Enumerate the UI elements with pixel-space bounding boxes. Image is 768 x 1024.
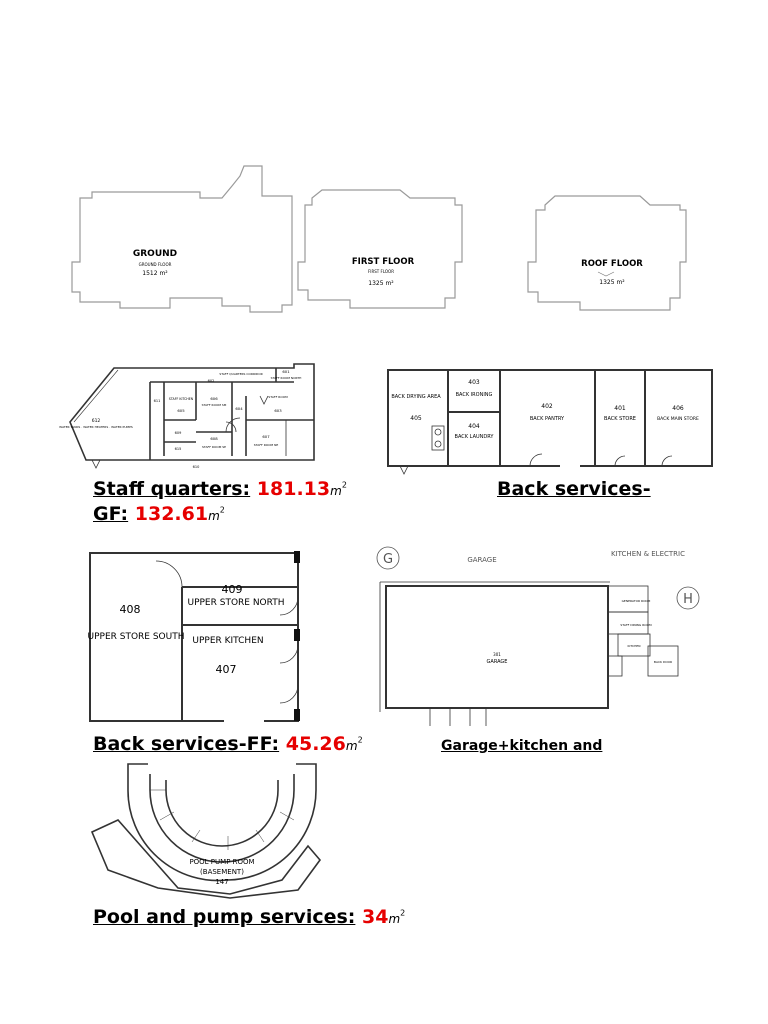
caption-pool-value: 34 xyxy=(362,906,389,928)
caption-staff-unit: m xyxy=(330,484,342,498)
room-name-603: STAFF ROOM xyxy=(268,395,288,399)
room-num-406: 406 xyxy=(672,405,684,412)
room-num-409: 409 xyxy=(222,583,243,596)
pool-room-sub: (BASEMENT) xyxy=(200,868,244,876)
caption-pool-label: Pool and pump services: xyxy=(93,906,356,928)
garage-room-num: 301 xyxy=(493,652,501,657)
caption-back-ff-value: 45.26 xyxy=(285,733,346,755)
first-floor-area: 1325 m² xyxy=(368,280,394,287)
room-num-402: 402 xyxy=(541,403,553,410)
room-name-602: STAFF QUARTERS CORRIDOR xyxy=(219,372,262,376)
caption-staff-value: 181.13 xyxy=(256,478,331,500)
ground-floor-outline xyxy=(71,165,293,313)
pool-pump-plan: POOL PUMP ROOM (BASEMENT) 147 xyxy=(90,763,322,899)
grid-marker-g: G xyxy=(383,552,393,567)
caption-garage: Garage+kitchen and xyxy=(441,738,602,754)
caption-back-gf-b: GF: 132.61m2 xyxy=(93,503,225,525)
room-num-615: 615 xyxy=(175,447,182,451)
room-num-408: 408 xyxy=(120,603,141,616)
back-services-ff-plan: 408 UPPER STORE SOUTH 409 UPPER STORE NO… xyxy=(88,551,300,723)
room-name-403: BACK IRONING xyxy=(456,392,493,398)
caption-back-gf-value: 132.61 xyxy=(134,503,209,525)
caption-staff-quarters: Staff quarters: 181.13m2 xyxy=(93,478,347,500)
garage-kitchen-plan: G H GARAGE KITCHEN & ELECTRIC 301 GARAGE… xyxy=(376,546,700,726)
ground-floor-name: GROUND xyxy=(133,249,177,259)
roof-floor-name: ROOF FLOOR xyxy=(581,259,643,269)
roof-floor-outline xyxy=(527,195,687,311)
grid-marker-h: H xyxy=(683,592,693,607)
roof-floor-area: 1325 m² xyxy=(599,279,625,286)
caption-staff-label: Staff quarters: xyxy=(93,478,251,500)
room-num-604: 604 xyxy=(235,406,243,411)
room-name-407: UPPER KITCHEN xyxy=(192,636,263,646)
room-num-607: 607 xyxy=(262,434,270,439)
caption-pool-unit: m xyxy=(388,912,401,926)
room-name-612: WATER TANKS · WATER HEATERS · WATER PUMP… xyxy=(59,425,133,429)
grid-marker-g-icon xyxy=(376,546,400,570)
pool-room-name: POOL PUMP ROOM xyxy=(189,858,254,866)
caption-back-ff-unit: m xyxy=(345,739,358,753)
room-name-408: UPPER STORE SOUTH xyxy=(88,632,185,642)
pool-room-num: 147 xyxy=(215,878,228,886)
small-room-back-door: BACK DOOR xyxy=(654,660,672,664)
caption-back-gf-a: Back services- xyxy=(497,478,651,500)
caption-back-gf-sup: 2 xyxy=(219,505,225,515)
first-floor-outline xyxy=(297,189,463,309)
room-num-611: 611 xyxy=(154,399,161,403)
room-num-602: 602 xyxy=(208,379,215,383)
room-name-606: STAFF ROOM SM xyxy=(202,403,227,407)
caption-staff-sup: 2 xyxy=(341,480,347,490)
room-num-608: 608 xyxy=(210,436,218,441)
ground-floor-area: 1512 m² xyxy=(142,270,168,277)
small-room-generator: GENERATOR ROOM xyxy=(622,599,651,603)
first-floor-sub: FIRST FLOOR xyxy=(368,269,394,274)
caption-pool: Pool and pump services: 34m2 xyxy=(93,906,405,928)
room-num-605: 605 xyxy=(177,408,185,413)
room-name-607: STAFF ROOM NE xyxy=(254,443,279,447)
kitchen-electric-title: KITCHEN & ELECTRIC xyxy=(611,550,685,558)
room-num-606: 606 xyxy=(210,396,218,401)
room-num-405: 405 xyxy=(410,415,422,422)
caption-back-ff-sup: 2 xyxy=(357,735,363,745)
caption-back-ff: Back services-FF: 45.26m2 xyxy=(93,733,363,755)
room-num-610: 610 xyxy=(193,465,200,469)
room-num-401: 401 xyxy=(614,405,626,412)
room-num-407: 407 xyxy=(216,663,237,676)
room-num-609: 609 xyxy=(175,431,182,435)
room-num-403: 403 xyxy=(468,379,480,386)
room-name-402: BACK PANTRY xyxy=(530,416,565,422)
room-name-409: UPPER STORE NORTH xyxy=(187,598,284,608)
room-num-612: 612 xyxy=(92,418,101,424)
garage-room-name: GARAGE xyxy=(487,659,508,665)
room-name-405: BACK DRYING AREA xyxy=(391,394,441,400)
caption-back-gf-label-b: GF: xyxy=(93,503,129,525)
room-name-401: BACK STORE xyxy=(604,416,636,422)
first-floor-name: FIRST FLOOR xyxy=(352,257,415,267)
small-room-staff-dining: STAFF DINING ROOM xyxy=(620,623,652,627)
room-num-601: 601 xyxy=(282,369,290,374)
small-room-kitchen: KITCHEN xyxy=(628,644,641,648)
room-name-406: BACK MAIN STORE xyxy=(657,416,699,422)
caption-back-gf-unit: m xyxy=(208,509,220,523)
caption-garage-label: Garage+kitchen and xyxy=(441,738,603,754)
room-name-601: STAFF ROOM NORTH xyxy=(271,376,302,380)
room-name-605: STAFF KITCHEN xyxy=(169,397,194,401)
staff-quarters-plan: 612 WATER TANKS · WATER HEATERS · WATER … xyxy=(59,363,315,469)
roof-symbol xyxy=(597,271,615,277)
room-name-404: BACK LAUNDRY xyxy=(455,434,495,440)
grid-marker-h-icon xyxy=(676,586,700,610)
back-services-gf-plan: BACK DRYING AREA 405 403 BACK IRONING 40… xyxy=(387,369,713,475)
room-num-603: 603 xyxy=(274,408,282,413)
room-num-404: 404 xyxy=(468,423,480,430)
caption-pool-sup: 2 xyxy=(400,908,406,918)
floor-overview: GROUND GROUND FLOOR 1512 m² FIRST FLOOR … xyxy=(71,165,687,313)
caption-back-gf-label-a: Back services- xyxy=(497,478,651,500)
room-name-608: STAFF ROOM SE xyxy=(202,445,226,449)
garage-title: GARAGE xyxy=(467,556,496,564)
ground-floor-sub: GROUND FLOOR xyxy=(139,262,172,267)
caption-back-ff-label: Back services-FF: xyxy=(93,733,280,755)
